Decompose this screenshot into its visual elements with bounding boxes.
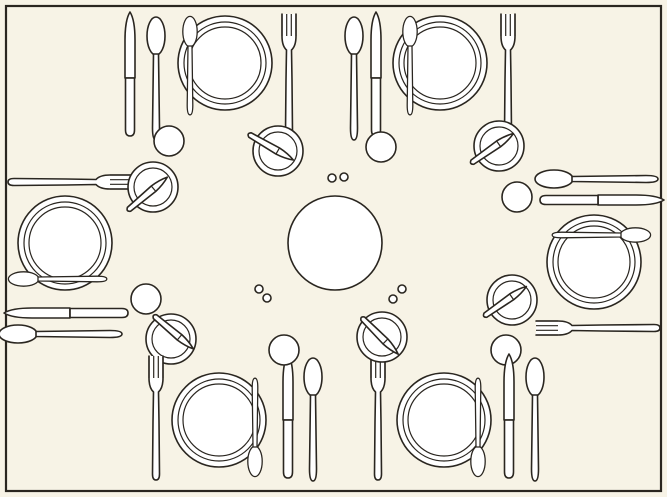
glass: [366, 132, 396, 162]
centerpiece-plate: [288, 196, 382, 290]
knife: [504, 354, 514, 478]
glass: [502, 182, 532, 212]
knife: [125, 12, 135, 136]
knife: [4, 308, 128, 318]
knife: [283, 354, 293, 478]
glass: [154, 126, 184, 156]
knife: [540, 195, 664, 205]
glass: [131, 284, 161, 314]
knife: [371, 12, 381, 136]
glass: [269, 335, 299, 365]
